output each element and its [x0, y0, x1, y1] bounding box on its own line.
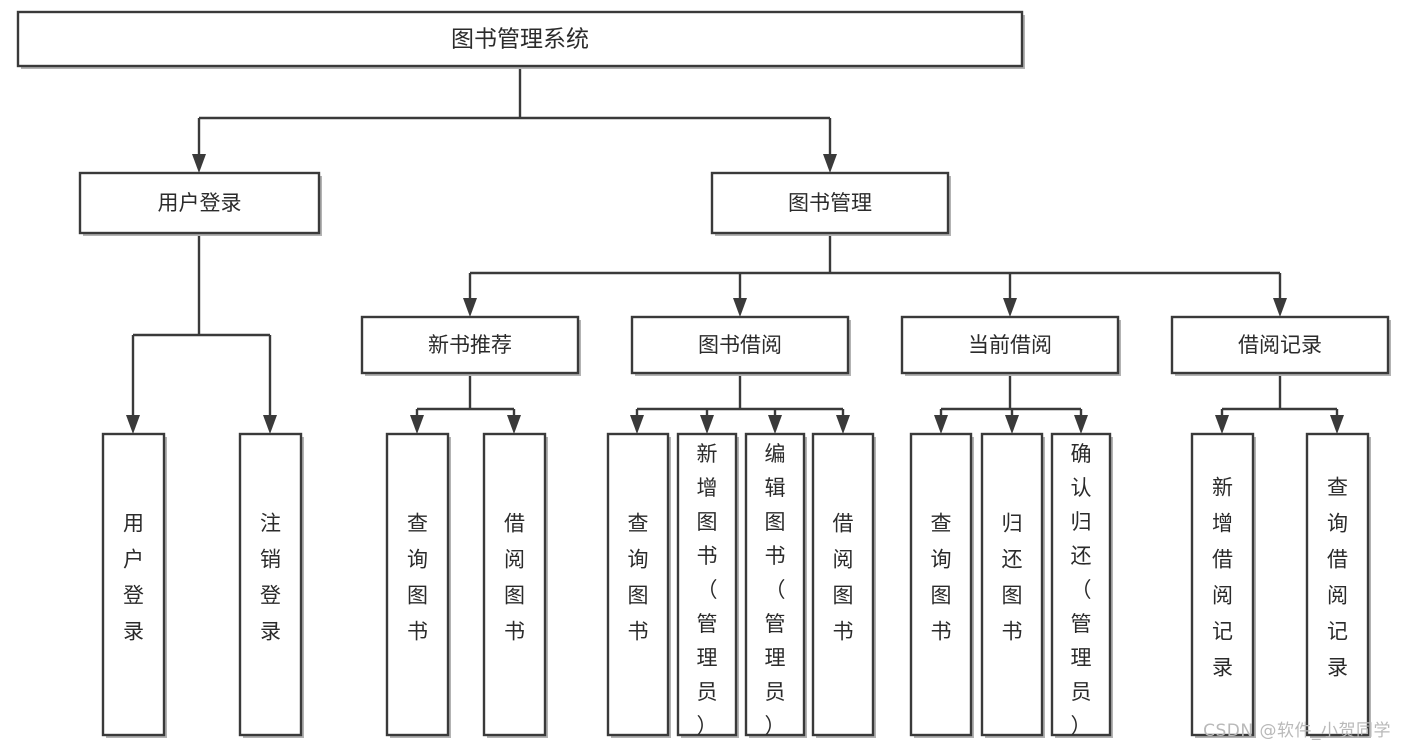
node-label-root: 图书管理系统: [451, 27, 589, 53]
node-label-leaf-logout: 注销登录: [260, 512, 281, 644]
node-leaf-query-borrow-record[interactable]: 查询借阅记录: [1305, 432, 1371, 738]
node-box-leaf-add-borrow-record[interactable]: [1190, 432, 1255, 737]
node-box-user-login[interactable]: [78, 171, 321, 235]
node-new-book-recommend[interactable]: 新书推荐: [360, 315, 581, 376]
node-leaf-add-book-admin[interactable]: 新增图书（管理员）: [676, 432, 739, 738]
node-label-leaf-query-book-borrow: 查询图书: [628, 512, 649, 644]
node-box-new-book-recommend[interactable]: [360, 315, 580, 375]
arrow-head-icon: [934, 415, 948, 434]
node-box-leaf-query-book-borrow[interactable]: [606, 432, 670, 737]
node-box-book-manage[interactable]: [710, 171, 950, 235]
arrow-head-icon: [836, 415, 850, 434]
node-box-leaf-borrow-book-recommend[interactable]: [482, 432, 547, 737]
node-box-leaf-user-login[interactable]: [101, 432, 166, 737]
arrow-head-icon: [507, 415, 521, 434]
node-label-book-borrow: 图书借阅: [698, 333, 782, 357]
node-box-current-borrow[interactable]: [900, 315, 1120, 375]
node-box-leaf-query-book-current[interactable]: [909, 432, 973, 737]
node-label-user-login: 用户登录: [158, 191, 242, 215]
node-label-leaf-user-login: 用户登录: [123, 512, 144, 644]
node-leaf-query-book-current[interactable]: 查询图书: [909, 432, 974, 738]
arrow-head-icon: [1005, 415, 1019, 434]
node-box-leaf-query-borrow-record[interactable]: [1305, 432, 1370, 737]
node-box-leaf-add-book-admin[interactable]: [676, 432, 738, 737]
arrow-head-icon: [733, 298, 747, 317]
node-box-book-borrow[interactable]: [630, 315, 850, 375]
arrow-head-icon: [1003, 298, 1017, 317]
node-label-leaf-return-book: 归还图书: [1002, 512, 1023, 644]
node-leaf-logout[interactable]: 注销登录: [238, 432, 304, 738]
node-leaf-return-book[interactable]: 归还图书: [980, 432, 1045, 738]
arrow-head-icon: [630, 415, 644, 434]
node-leaf-query-book-borrow[interactable]: 查询图书: [606, 432, 671, 738]
arrow-head-icon: [1215, 415, 1229, 434]
node-user-login[interactable]: 用户登录: [78, 171, 322, 236]
node-box-leaf-edit-book-admin[interactable]: [744, 432, 806, 737]
node-label-new-book-recommend: 新书推荐: [428, 333, 512, 357]
node-label-leaf-borrow-book-recommend: 借阅图书: [504, 512, 525, 644]
node-box-leaf-borrow-book[interactable]: [811, 432, 875, 737]
node-box-borrow-record[interactable]: [1170, 315, 1390, 375]
arrow-head-icon: [823, 154, 837, 173]
arrow-head-icon: [700, 415, 714, 434]
node-leaf-query-book-recommend[interactable]: 查询图书: [385, 432, 451, 738]
arrow-head-icon: [463, 298, 477, 317]
node-label-leaf-query-book-recommend: 查询图书: [407, 512, 428, 644]
node-label-book-manage: 图书管理: [788, 191, 872, 215]
node-leaf-borrow-book[interactable]: 借阅图书: [811, 432, 876, 738]
arrow-head-icon: [1330, 415, 1344, 434]
node-box-leaf-return-book[interactable]: [980, 432, 1044, 737]
node-label-borrow-record: 借阅记录: [1238, 333, 1322, 357]
node-leaf-add-borrow-record[interactable]: 新增借阅记录: [1190, 432, 1256, 738]
node-borrow-record[interactable]: 借阅记录: [1170, 315, 1391, 376]
node-label-leaf-confirm-return-admin: 确认归还（管理员）: [1071, 442, 1092, 738]
arrow-head-icon: [263, 415, 277, 434]
arrow-head-icon: [768, 415, 782, 434]
node-leaf-edit-book-admin[interactable]: 编辑图书（管理员）: [744, 432, 807, 738]
node-root[interactable]: 图书管理系统: [16, 10, 1025, 69]
node-box-leaf-confirm-return-admin[interactable]: [1050, 432, 1112, 737]
node-leaf-confirm-return-admin[interactable]: 确认归还（管理员）: [1050, 432, 1113, 738]
node-leaf-borrow-book-recommend[interactable]: 借阅图书: [482, 432, 548, 738]
arrow-head-icon: [1273, 298, 1287, 317]
arrow-head-icon: [192, 154, 206, 173]
node-label-leaf-add-borrow-record: 新增借阅记录: [1212, 476, 1233, 680]
node-label-current-borrow: 当前借阅: [968, 333, 1052, 357]
node-book-borrow[interactable]: 图书借阅: [630, 315, 851, 376]
node-leaf-user-login[interactable]: 用户登录: [101, 432, 167, 738]
node-label-leaf-edit-book-admin: 编辑图书（管理员）: [765, 442, 786, 738]
arrow-head-icon: [410, 415, 424, 434]
arrow-head-icon: [126, 415, 140, 434]
node-label-leaf-query-borrow-record: 查询借阅记录: [1327, 476, 1348, 680]
node-box-leaf-logout[interactable]: [238, 432, 303, 737]
arrow-head-icon: [1074, 415, 1088, 434]
node-label-leaf-add-book-admin: 新增图书（管理员）: [697, 442, 718, 738]
node-book-manage[interactable]: 图书管理: [710, 171, 951, 236]
node-current-borrow[interactable]: 当前借阅: [900, 315, 1121, 376]
node-label-leaf-query-book-current: 查询图书: [931, 512, 952, 644]
node-box-root[interactable]: [16, 10, 1024, 68]
node-box-leaf-query-book-recommend[interactable]: [385, 432, 450, 737]
node-label-leaf-borrow-book: 借阅图书: [833, 512, 854, 644]
